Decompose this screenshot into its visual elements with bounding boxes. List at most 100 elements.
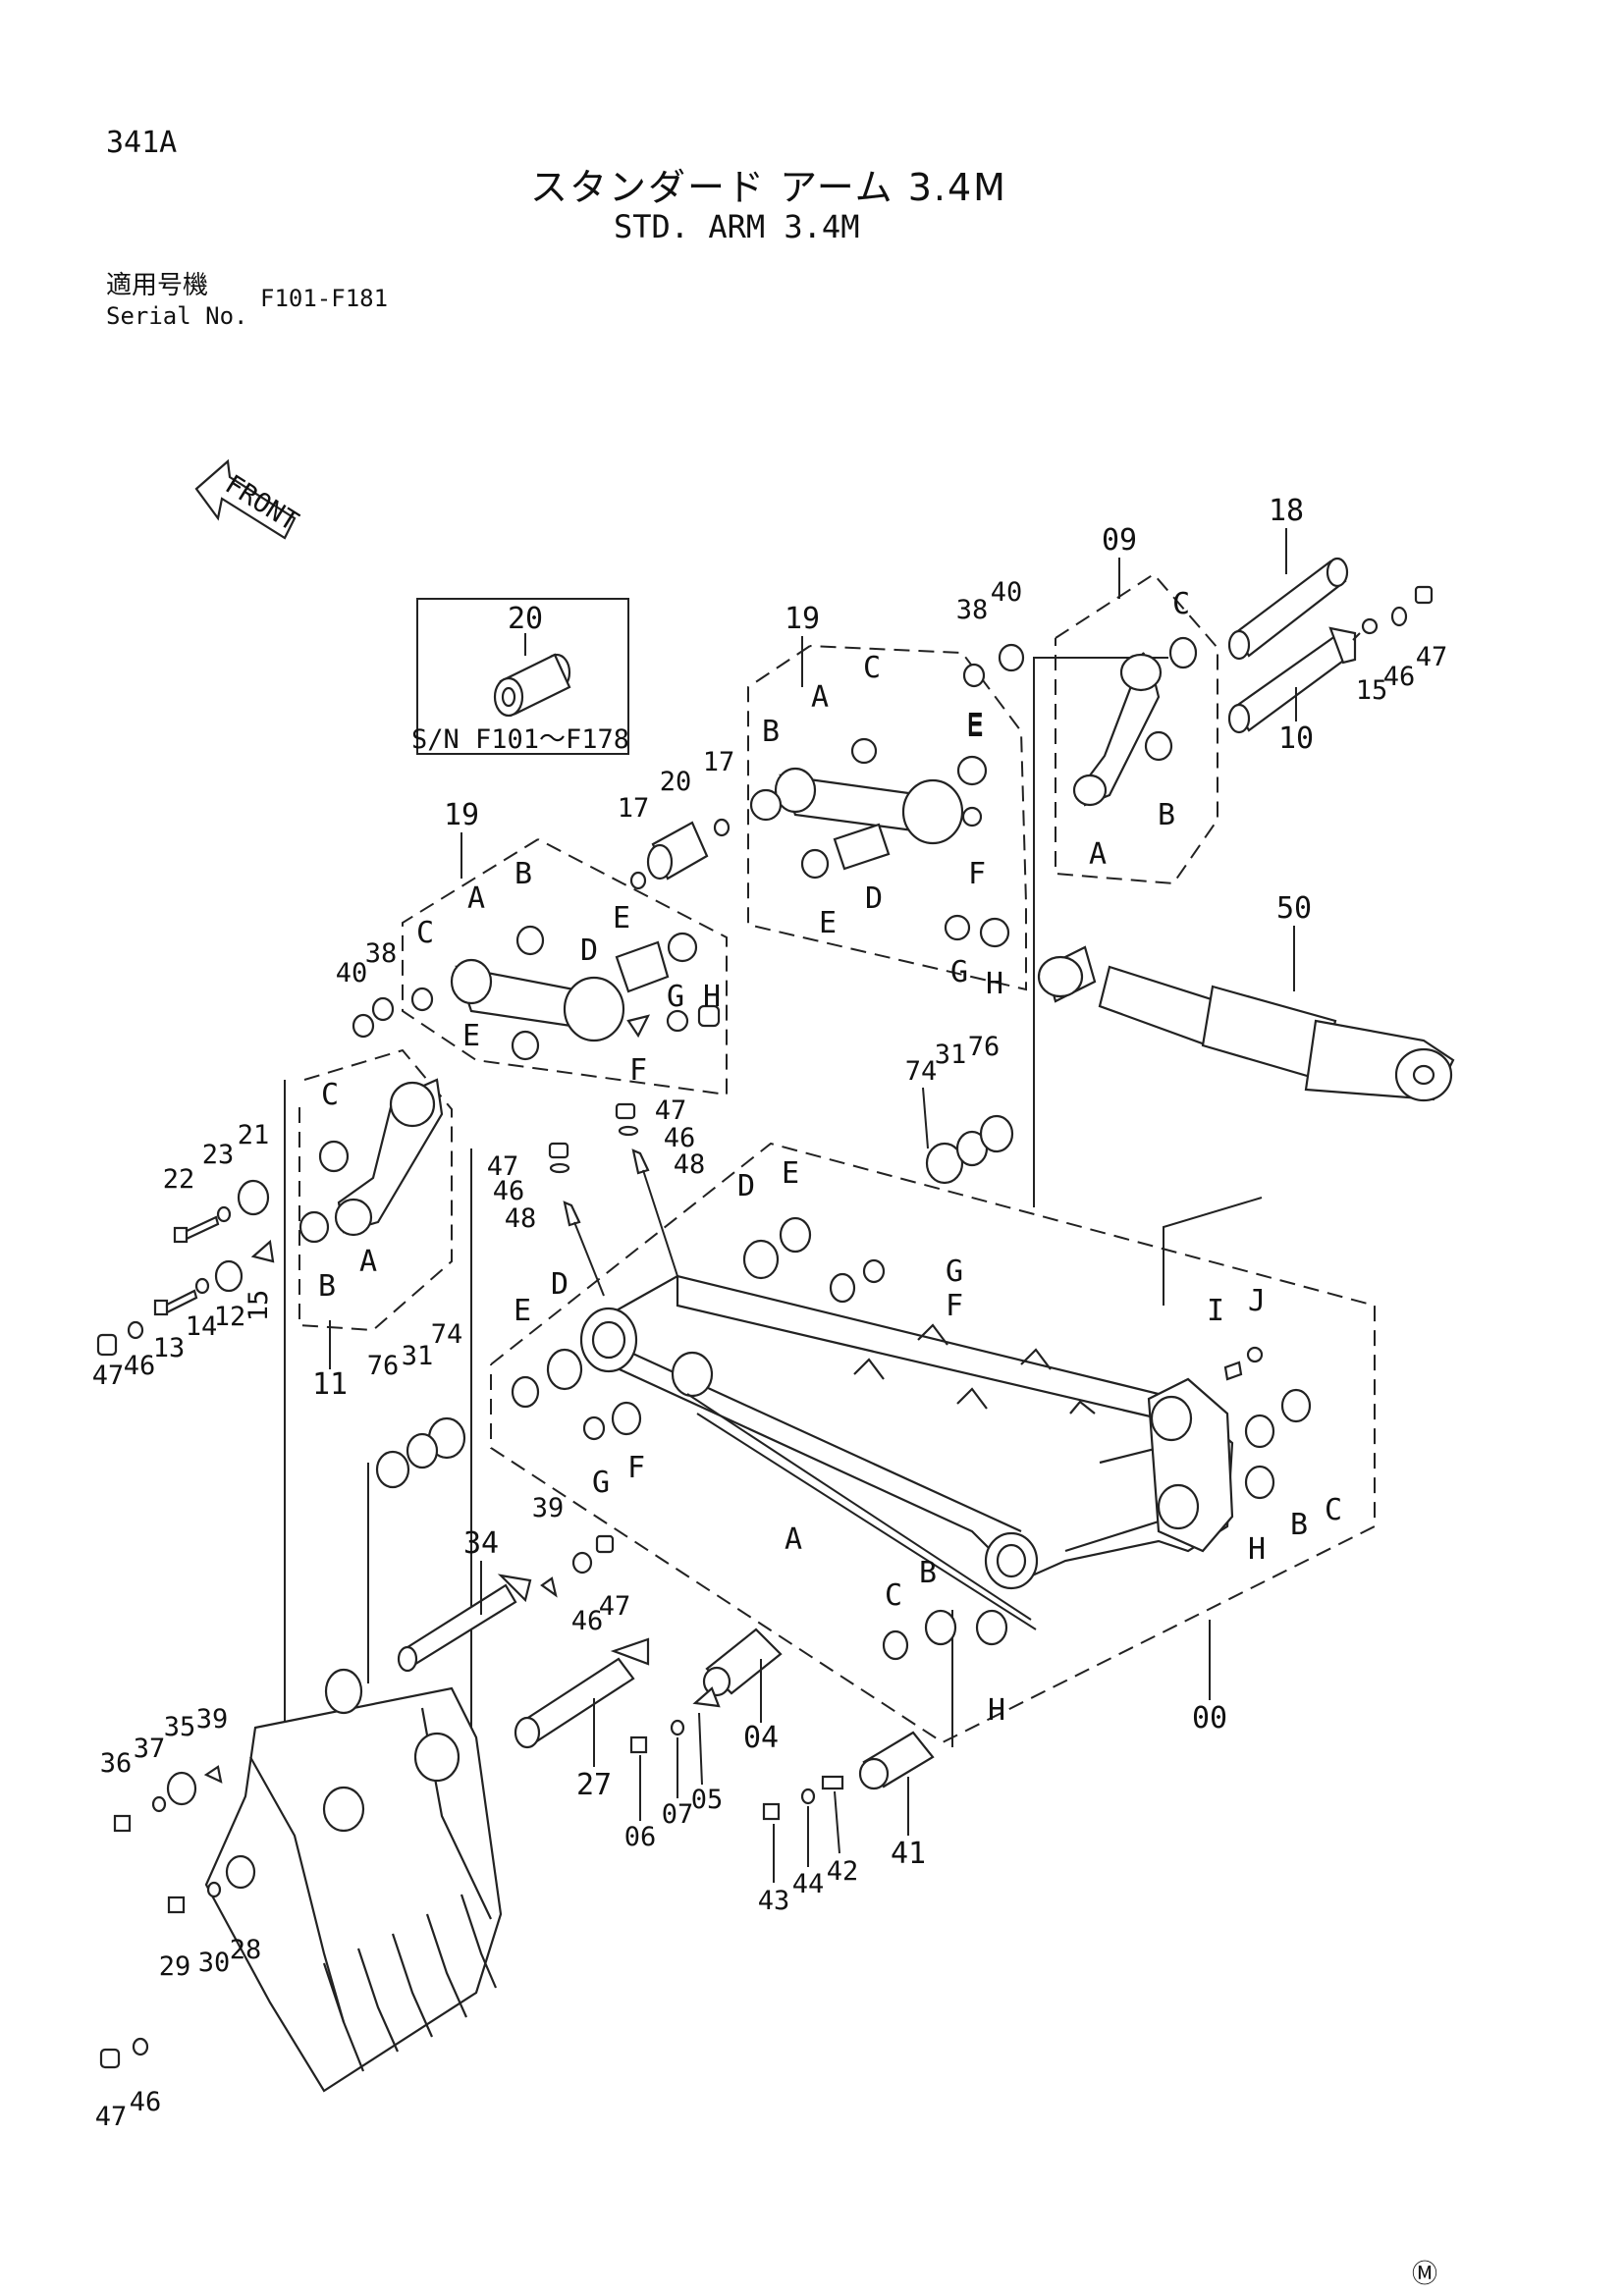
page-title-japanese: スタンダード アーム 3.4M <box>530 166 1007 209</box>
plate-I-icon <box>1223 1361 1243 1381</box>
callout-46: 46 <box>1383 662 1416 692</box>
callout-47: 47 <box>1416 642 1448 672</box>
o-ring-17-icon <box>713 818 731 837</box>
callout-letter-D: D <box>865 881 883 916</box>
callout-letter-E: E <box>966 710 984 744</box>
callout-47: 47 <box>599 1591 631 1622</box>
callout-letter-J: J <box>1248 1284 1266 1318</box>
callout-letter-F: F <box>629 1053 647 1088</box>
inset-serial-note: S/N F101～F178 <box>411 724 629 755</box>
callout-19: 19 <box>444 798 479 832</box>
callout-34: 34 <box>463 1526 499 1561</box>
callout-letter-B: B <box>762 715 780 749</box>
callout-07: 07 <box>662 1799 694 1830</box>
seal-E-icon <box>511 1375 540 1409</box>
bucket-icon <box>204 1668 503 2093</box>
callout-41: 41 <box>891 1837 926 1871</box>
callout-letter-D: D <box>551 1267 568 1302</box>
callout-19: 19 <box>785 602 820 636</box>
washer-44-icon <box>800 1788 816 1805</box>
callout-74: 74 <box>905 1056 938 1087</box>
callout-letter-B: B <box>318 1269 336 1304</box>
bolt-15-icon <box>1352 617 1379 641</box>
washer-07-icon <box>670 1719 685 1736</box>
callout-letter-C: C <box>1172 587 1190 621</box>
callout-35: 35 <box>164 1712 196 1742</box>
callout-15: 15 <box>1356 675 1388 706</box>
bushing-D-icon <box>742 1239 780 1280</box>
callout-15: 15 <box>244 1290 274 1322</box>
bushing-B-icon <box>1244 1414 1275 1449</box>
callout-letter-F: F <box>946 1289 963 1323</box>
callout-46: 46 <box>124 1351 156 1381</box>
serial-range: F101-F181 <box>260 285 389 312</box>
link-11-icon <box>298 1078 444 1244</box>
callout-17: 17 <box>618 793 650 824</box>
bushing-H-icon <box>1244 1465 1275 1500</box>
bolt-J-icon <box>1246 1346 1264 1363</box>
grease-fitting-48-icon <box>563 1201 581 1227</box>
cap-47-icon <box>548 1142 569 1159</box>
pin-34-icon <box>397 1574 532 1673</box>
bushing-icon <box>493 653 571 718</box>
callout-letter-D: D <box>580 934 598 968</box>
ring-C-icon <box>882 1629 909 1661</box>
callout-46: 46 <box>493 1176 525 1206</box>
callout-letter-F: F <box>968 857 986 891</box>
callout-40: 40 <box>336 958 368 988</box>
callout-74: 74 <box>431 1319 463 1350</box>
callout-30: 30 <box>198 1948 231 1978</box>
manual-mark: Ⓜ <box>1412 2260 1438 2289</box>
leader-line <box>1163 1197 1263 1306</box>
link-09-icon <box>1072 636 1198 807</box>
callout-47: 47 <box>95 2102 128 2132</box>
serial-label-english: Serial No. <box>106 302 248 330</box>
callout-14: 14 <box>186 1311 218 1342</box>
pin-04-icon <box>702 1628 783 1697</box>
callout-letter-E: E <box>613 901 630 935</box>
callout-20: 20 <box>660 767 692 797</box>
cap-47-icon <box>595 1534 615 1554</box>
callout-13: 13 <box>153 1333 186 1363</box>
group-11-outline <box>298 1048 453 1332</box>
callout-letter-E: E <box>782 1156 799 1191</box>
grease-fitting-48-icon <box>631 1148 650 1175</box>
callout-letter-C: C <box>321 1078 339 1112</box>
callout-letter-D: D <box>737 1169 755 1203</box>
bushing-H-icon <box>975 1609 1008 1646</box>
washer-12-icon <box>214 1259 244 1293</box>
plate-05-icon <box>692 1686 721 1708</box>
callout-letter-A: A <box>467 881 485 916</box>
bolt-13-icon <box>153 1289 198 1316</box>
callout-39: 39 <box>196 1704 229 1735</box>
callout-09: 09 <box>1102 523 1137 558</box>
callout-47: 47 <box>92 1361 125 1391</box>
callout-37: 37 <box>134 1734 166 1764</box>
bushing-D-icon <box>546 1348 583 1391</box>
callout-22: 22 <box>163 1164 195 1195</box>
callout-38: 38 <box>365 938 398 969</box>
washer-46-icon <box>571 1551 593 1575</box>
callout-76: 76 <box>367 1351 400 1381</box>
group-19-lower-outline <box>402 838 728 1096</box>
bolt-36-icon <box>113 1814 132 1833</box>
callout-47: 47 <box>655 1095 687 1126</box>
seal-76-icon <box>375 1450 410 1489</box>
callout-46: 46 <box>664 1123 696 1153</box>
callout-letter-C: C <box>1325 1493 1342 1527</box>
callout-letter-E: E <box>514 1294 531 1328</box>
callout-18: 18 <box>1269 494 1304 528</box>
bolt-43-icon <box>762 1802 781 1821</box>
callout-letter-A: A <box>785 1522 802 1557</box>
cap-47-icon <box>1414 585 1434 605</box>
shim-31-icon <box>406 1432 439 1469</box>
callout-letter-H: H <box>703 980 721 1014</box>
callout-38: 38 <box>956 595 989 625</box>
callout-12: 12 <box>214 1302 246 1332</box>
callout-letter-E: E <box>819 906 837 940</box>
ring-G-icon <box>582 1415 606 1441</box>
washer-46-icon <box>618 1125 639 1137</box>
washer-23-icon <box>216 1205 232 1223</box>
front-arrow-icon: FRONT <box>194 458 303 540</box>
arm-body-icon <box>579 1274 1234 1630</box>
